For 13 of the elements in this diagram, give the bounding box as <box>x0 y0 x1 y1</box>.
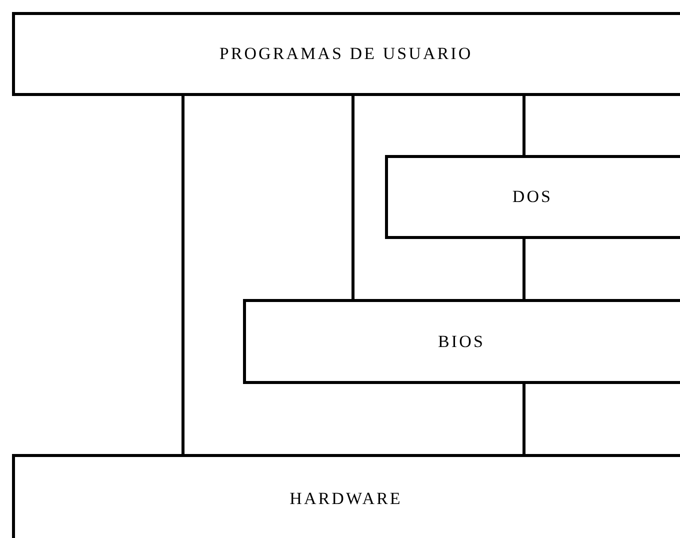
connector-line <box>182 96 184 454</box>
layer-box <box>385 155 680 239</box>
layer-box <box>12 454 680 538</box>
layer-label: PROGRAMAS DE USUARIO <box>219 43 473 66</box>
layer-box <box>12 12 680 96</box>
connector-line <box>522 239 526 299</box>
connector-line <box>522 96 526 155</box>
connector-line <box>352 96 354 299</box>
layer-label: DOS <box>512 186 553 208</box>
connector-line <box>522 384 526 454</box>
layer-label: BIOS <box>438 330 485 353</box>
layer-box <box>243 299 680 384</box>
layer-label: HARDWARE <box>290 488 402 510</box>
